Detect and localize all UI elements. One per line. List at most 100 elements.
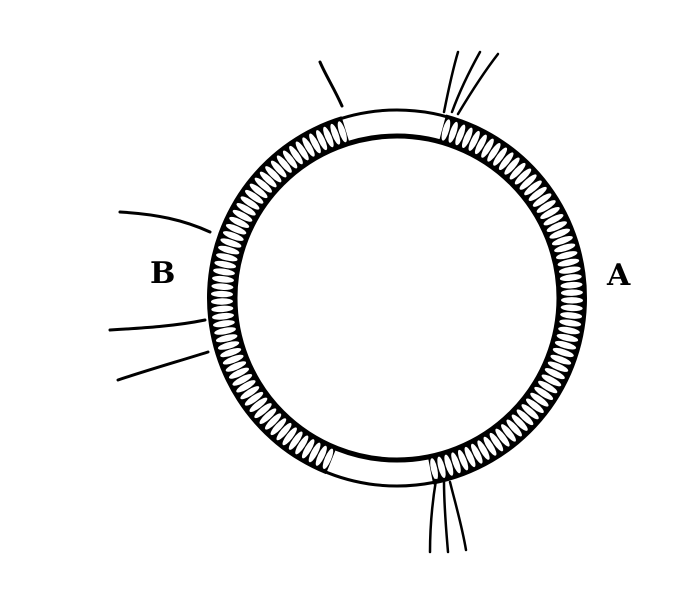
coil-a-turn [556, 251, 578, 260]
coil-a-turn [532, 193, 552, 207]
coil-b-turn [301, 439, 315, 459]
coil-b-turn [236, 203, 256, 216]
coil-b-turn [220, 238, 242, 248]
coil-b-turn [315, 445, 327, 466]
coil-b-turn [323, 126, 334, 148]
coil-a-windings [427, 114, 587, 485]
coil-b-turn [213, 268, 235, 276]
coil-a-turn [536, 200, 556, 213]
coil-a-turn [526, 398, 544, 414]
coil-a-turn [538, 380, 558, 394]
coil-b-windings [207, 116, 351, 475]
coil-a-turn [546, 221, 567, 232]
coil-b-turn [211, 305, 234, 313]
coil-b-turn [282, 150, 298, 169]
coil-b-turn [229, 216, 250, 228]
coil-b-turn [249, 397, 268, 412]
coil-a-turn [448, 121, 458, 143]
lead-wire-bottom-2 [442, 480, 450, 554]
coil-b-turn [218, 245, 240, 255]
coil-a-turn [559, 274, 582, 282]
coil-b-turn [249, 183, 268, 199]
coil-a-turn [543, 214, 564, 226]
coil-a-turn [489, 432, 504, 452]
coil-b-turn [282, 427, 297, 446]
coil-b-turn [213, 320, 235, 328]
coil-b-turn [225, 361, 247, 372]
coil-a-turn [509, 162, 526, 180]
lead-wire-top-right-2 [450, 50, 482, 114]
lead-wire-bottom-3 [448, 480, 468, 552]
coil-b-turn [289, 145, 303, 165]
coil-a-turn [516, 409, 534, 426]
coil-a-turn [511, 414, 528, 431]
coil-a-turn [556, 333, 579, 342]
coil-b-turn [220, 348, 242, 358]
coil-a-turn [437, 456, 446, 478]
coil-b-turn [265, 166, 282, 183]
coil-a-turn [468, 130, 480, 151]
coil-b-turn [337, 121, 347, 143]
coil-a-turn [561, 297, 583, 304]
coil-b-turn [211, 283, 234, 290]
lead-wire-top-right-1 [442, 50, 460, 114]
coil-b-turn [217, 341, 240, 350]
coil-b-turn [211, 298, 233, 305]
coil-a-turn [552, 347, 574, 358]
coil-a-turn [560, 312, 583, 319]
coil-a-turn [501, 424, 516, 442]
coil-a-turn [530, 392, 549, 407]
coil-a-turn [541, 374, 562, 387]
coil-b-turn [270, 160, 287, 178]
coil-b-turn [316, 130, 328, 151]
coil-a-turn [514, 168, 532, 185]
coil-b-turn [254, 177, 272, 193]
coil-a-turn [506, 419, 522, 437]
coil-a-turn [544, 368, 565, 380]
coil-b-turn [232, 374, 253, 386]
coil-a-turn [554, 340, 577, 350]
coil-a-turn [519, 174, 537, 190]
coil-b-turn [270, 418, 287, 436]
coil-b-turn [211, 290, 233, 298]
coil-a-turn [461, 127, 473, 148]
coil-a-turn [550, 354, 572, 365]
coil-b-turn [276, 155, 292, 173]
coil-b-turn [215, 334, 238, 343]
coil-a-turn [455, 124, 466, 146]
coil-a-turn [528, 186, 547, 201]
coil-b-turn [214, 260, 237, 269]
coil-a-turn [444, 454, 454, 476]
coil-b-turn [295, 435, 309, 455]
coil-a-turn [441, 119, 451, 141]
coil-a-turn [558, 326, 580, 335]
coil-a-turn [471, 443, 483, 464]
coil-a-turn [498, 152, 514, 171]
lead-wires [108, 50, 500, 554]
coil-a-turn [464, 446, 476, 468]
coil-a-turn [504, 157, 520, 175]
coil-b-turn [259, 408, 277, 424]
coil-a-turn [547, 361, 569, 372]
coil-b-turn [295, 141, 309, 161]
lead-wire-left-3 [116, 350, 210, 382]
coil-a-turn [481, 138, 494, 158]
coil-a-turn [540, 206, 560, 220]
coil-b-turn [245, 189, 264, 204]
coil-b-turn [264, 413, 282, 430]
coil-b-turn [259, 171, 277, 188]
coil-b-turn [244, 391, 264, 406]
coil-b-label: B [150, 256, 175, 291]
coil-b-turn [240, 386, 260, 400]
coil-b-turn [302, 137, 315, 157]
coil-a-turn [559, 319, 582, 327]
lead-wire-top-right-3 [456, 52, 500, 116]
coil-a-turn [483, 436, 497, 456]
coil-b-turn [222, 231, 244, 241]
coil-a-turn [495, 428, 510, 447]
coil-a-turn [430, 458, 438, 480]
lead-wire-top-left [318, 60, 344, 108]
coil-a-turn [521, 404, 539, 420]
lead-wire-left-2 [108, 318, 207, 332]
